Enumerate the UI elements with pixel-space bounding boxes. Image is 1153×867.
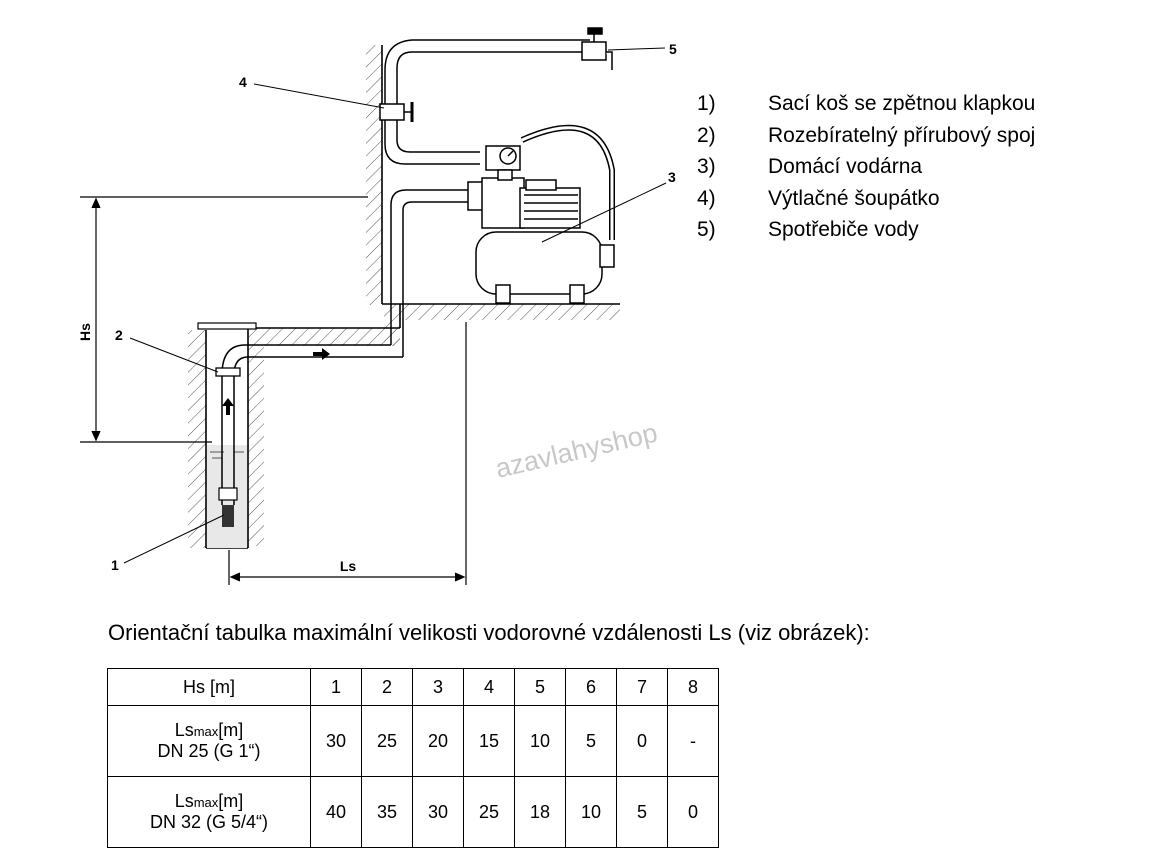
flange-joint	[215, 367, 241, 377]
legend-item-number: 2)	[697, 123, 716, 147]
hs-label: Hs	[77, 323, 93, 341]
label-unit: [m]	[218, 720, 244, 740]
ls-dimension	[228, 322, 467, 585]
label-pipe-size: DN 25 (G 1“)	[157, 741, 261, 761]
table-row-label: Lsmax[m] DN 32 (G 5/4“)	[107, 776, 311, 848]
table-cell: 5	[565, 705, 617, 777]
pump-installation-diagram: Hs Ls 1 2 3 4 5 azavlahyshop	[77, 27, 677, 585]
label-pipe-size: DN 32 (G 5/4“)	[149, 812, 269, 832]
pipe-check-valve	[218, 487, 238, 501]
table-row: Lsmax[m] DN 25 (G 1“) 30 25 20 15 10 5 0…	[107, 705, 719, 777]
legend-item: 4) Výtlačné šoupátko	[697, 183, 1035, 215]
legend-item-text: Spotřebiče vody	[768, 218, 919, 241]
legend-item-text: Výtlačné šoupátko	[768, 186, 940, 210]
legend-item: 3) Domácí vodárna	[697, 151, 1035, 183]
legend-item-number: 5)	[697, 218, 716, 241]
pressure-gauge	[485, 145, 521, 181]
table-cell: 20	[412, 705, 464, 777]
hs-dimension	[80, 196, 368, 443]
ls-label: Ls	[340, 558, 357, 574]
table-cell: 25	[361, 705, 413, 777]
suction-strainer	[222, 505, 234, 527]
table-cell: 0	[616, 705, 668, 777]
table-header-cell: 3	[412, 668, 464, 706]
table-cell: 30	[412, 776, 464, 848]
table-cell: 35	[361, 776, 413, 848]
table-header-label: Hs [m]	[107, 668, 311, 706]
callout-2: 2	[115, 327, 123, 343]
callout-leaders	[123, 47, 667, 564]
table-header-cell: 5	[514, 668, 566, 706]
table-header-cell: 2	[361, 668, 413, 706]
table-row: Lsmax[m] DN 32 (G 5/4“) 40 35 30 25 18 1…	[107, 776, 719, 848]
flow-arrows	[222, 348, 330, 415]
table-header-cell: 8	[667, 668, 719, 706]
pressure-tank	[475, 231, 615, 304]
legend-item-text: Rozebíratelný přírubový spoj	[768, 123, 1036, 147]
label-ls: Ls	[174, 720, 194, 740]
callout-3: 3	[668, 169, 676, 185]
table-cell: 18	[514, 776, 566, 848]
callout-1: 1	[111, 557, 119, 573]
legend-item-number: 1)	[697, 92, 716, 115]
legend-item-number: 3)	[697, 155, 716, 178]
legend-item-number: 4)	[697, 186, 716, 210]
well-cover	[197, 322, 257, 330]
callout-4: 4	[239, 74, 247, 90]
table-cell: 0	[667, 776, 719, 848]
table-header-cell: 6	[565, 668, 617, 706]
pump-unit	[467, 177, 581, 229]
legend-item-text: Sací koš se zpětnou klapkou	[768, 92, 1036, 115]
watermark: azavlahyshop	[493, 417, 661, 483]
table-cell: 15	[463, 705, 515, 777]
table-cell: 10	[514, 705, 566, 777]
legend-item: 2) Rozebíratelný přírubový spoj	[697, 120, 1035, 152]
water-tap	[581, 27, 613, 70]
table-header-cell: 7	[616, 668, 668, 706]
label-ls: Ls	[174, 791, 194, 811]
gate-valve	[379, 102, 414, 122]
label-unit: [m]	[218, 791, 244, 811]
table-cell: 30	[310, 705, 362, 777]
table-caption: Orientační tabulka maximální velikosti v…	[108, 620, 870, 645]
table-header-row: Hs [m] 1 2 3 4 5 6 7 8	[107, 668, 719, 706]
label-subscript: max	[193, 724, 219, 739]
table-cell: 40	[310, 776, 362, 848]
legend-item: 1) Sací koš se zpětnou klapkou	[697, 88, 1035, 120]
wall-hatching	[188, 45, 620, 548]
table-row-label: Lsmax[m] DN 25 (G 1“)	[107, 705, 311, 777]
legend-item: 5) Spotřebiče vody	[697, 214, 1035, 246]
ls-table: Hs [m] 1 2 3 4 5 6 7 8 Lsmax[m] DN 25 (G…	[107, 668, 719, 848]
table-cell: 10	[565, 776, 617, 848]
legend-item-text: Domácí vodárna	[768, 155, 923, 178]
table-cell: 5	[616, 776, 668, 848]
table-header-cell: 4	[463, 668, 515, 706]
label-subscript: max	[193, 795, 219, 810]
callout-5: 5	[669, 41, 677, 57]
table-cell: 25	[463, 776, 515, 848]
legend: 1) Sací koš se zpětnou klapkou 2) Rozebí…	[697, 88, 1035, 246]
table-header-cell: 1	[310, 668, 362, 706]
table-cell: -	[667, 705, 719, 777]
